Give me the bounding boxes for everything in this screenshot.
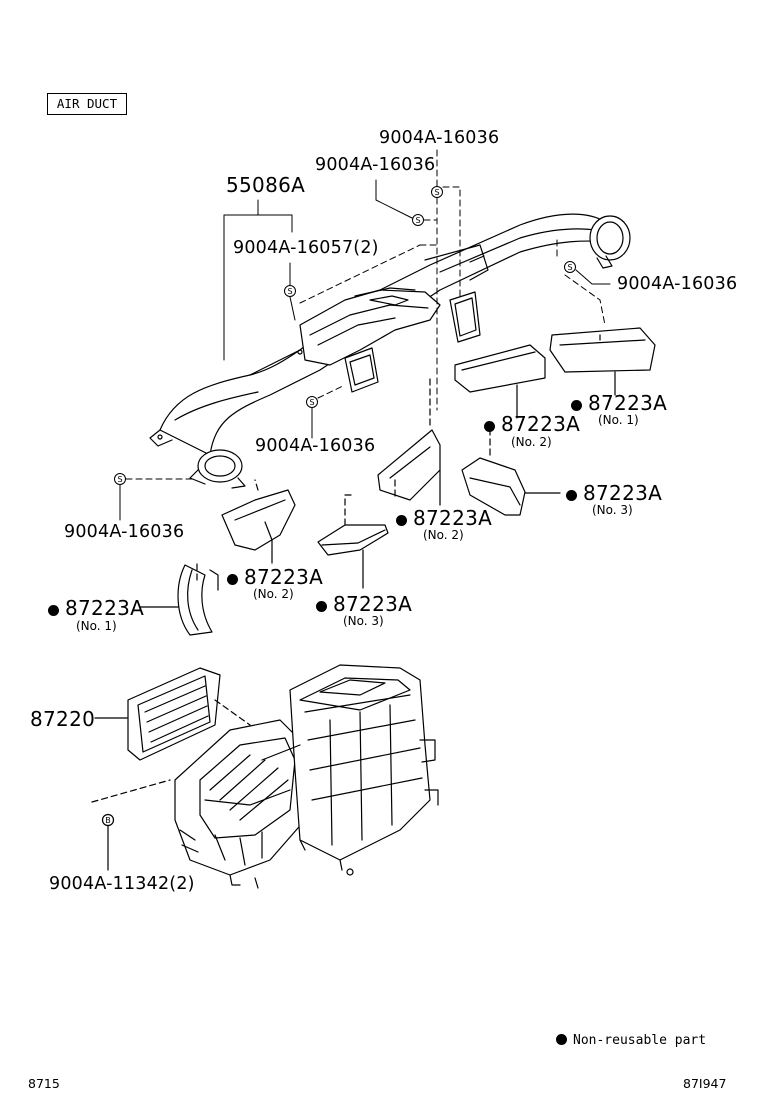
screw-markers: S S S S S S B [105, 188, 572, 825]
part-87223A-no2-left-label: 87223A [227, 567, 323, 587]
svg-text:B: B [105, 816, 111, 825]
part-9004A-11342-label: 9004A-11342(2) [49, 874, 195, 894]
svg-text:S: S [309, 398, 314, 407]
part-87223A-no2-left-sub: (No. 2) [253, 587, 294, 601]
part-87223A-no3-lower-sub: (No. 3) [343, 614, 384, 628]
non-reusable-dot-icon [227, 574, 238, 585]
non-reusable-dot-icon [396, 515, 407, 526]
non-reusable-dot-icon [556, 1034, 567, 1045]
part-87223A-no3-right-label: 87223A [566, 483, 662, 503]
svg-text:S: S [567, 263, 572, 272]
heater-unit [91, 664, 439, 889]
svg-text:S: S [434, 188, 439, 197]
part-9004A-16057-label: 9004A-16057(2) [233, 238, 379, 258]
svg-text:S: S [117, 475, 122, 484]
part-87223A-no3-right-sub: (No. 3) [592, 503, 633, 517]
part-87223A-no1-left-label: 87223A [48, 598, 144, 618]
non-reusable-dot-icon [566, 490, 577, 501]
part-87223A-no1-left-sub: (No. 1) [76, 619, 117, 633]
seal-pads [139, 327, 656, 636]
main-air-duct [149, 213, 631, 489]
part-87223A-no1-right-label: 87223A [571, 393, 667, 413]
part-9004A-16036-top-label: 9004A-16036 [379, 128, 500, 148]
part-87223A-no2-mid-label: 87223A [484, 414, 580, 434]
part-87223A-no2-center-sub: (No. 2) [423, 528, 464, 542]
legend-non-reusable: Non-reusable part [556, 1034, 706, 1047]
part-55086A-label: 55086A [226, 173, 306, 197]
footer-right-code: 87I947 [683, 1076, 727, 1091]
part-9004A-16036-left-label: 9004A-16036 [64, 522, 185, 542]
part-87223A-no3-lower-label: 87223A [316, 594, 412, 614]
part-87223A-no2-center-label: 87223A [396, 508, 492, 528]
part-87223A-no1-right-sub: (No. 1) [598, 413, 639, 427]
non-reusable-dot-icon [316, 601, 327, 612]
footer-left-code: 8715 [28, 1076, 60, 1091]
part-87223A-no2-mid-sub: (No. 2) [511, 435, 552, 449]
non-reusable-dot-icon [571, 400, 582, 411]
svg-text:S: S [287, 287, 292, 296]
non-reusable-dot-icon [48, 605, 59, 616]
leader-lines [114, 149, 611, 521]
part-9004A-16036-mid-label: 9004A-16036 [255, 436, 376, 456]
part-87220-label: 87220 [30, 707, 96, 731]
part-9004A-16036-right-label: 9004A-16036 [617, 274, 738, 294]
svg-text:S: S [415, 216, 420, 225]
non-reusable-dot-icon [484, 421, 495, 432]
part-9004A-16036-upper-label: 9004A-16036 [315, 155, 436, 175]
section-label: AIR DUCT [47, 93, 127, 115]
